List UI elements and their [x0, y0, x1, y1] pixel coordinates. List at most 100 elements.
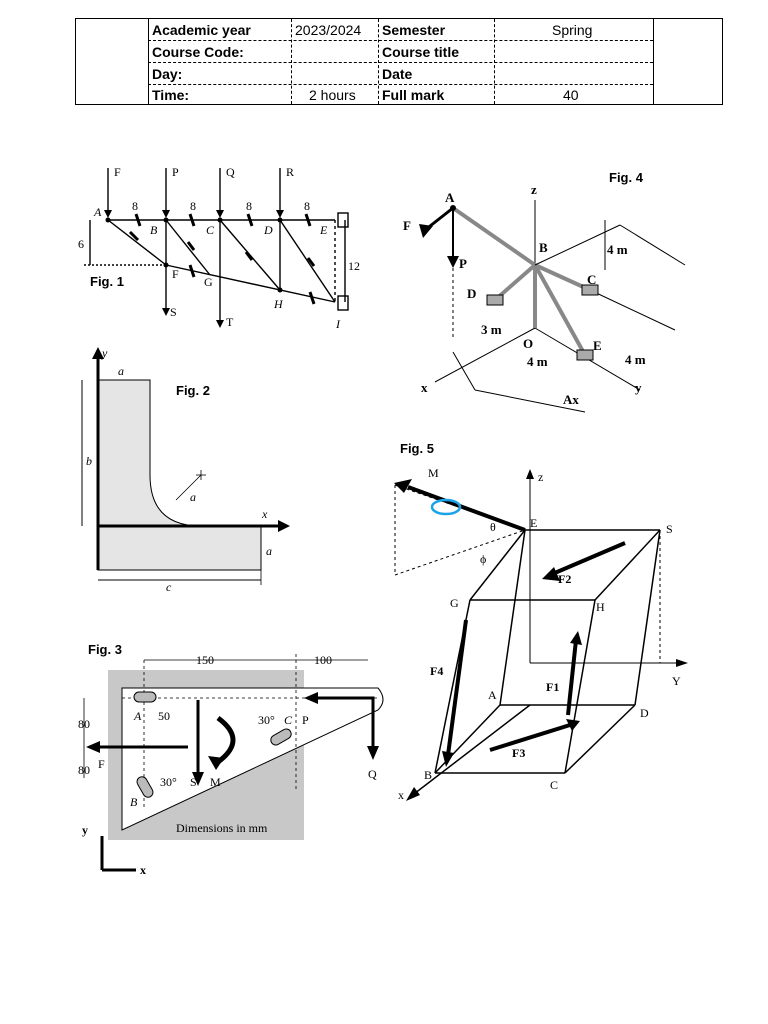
header-row-divider	[148, 84, 653, 85]
fig2-section-diagram: y a b a x a c Fig. 2	[81, 346, 290, 594]
fig3-bracket-diagram: 150 100 80 80 50 30° 30° A B C P Q F S M…	[78, 642, 384, 877]
fig4-dim-4m-vertical: 4 m	[607, 242, 628, 257]
fig3-label-m: M	[210, 775, 221, 789]
fig3-label-f: F	[98, 757, 105, 771]
fig4-label-p: P	[459, 256, 467, 271]
fig5-label-h: H	[596, 600, 605, 614]
fig5-label-s: S	[666, 522, 673, 536]
time-label: Time:	[152, 87, 190, 103]
fig1-node-f: F	[172, 267, 179, 281]
fig5-label-g: G	[450, 596, 459, 610]
fig1-node-g: G	[204, 275, 213, 289]
fig4-caption: Fig. 4	[609, 170, 644, 185]
fig2-dim-c: c	[166, 580, 172, 594]
fig1-node-b: B	[150, 223, 158, 237]
fig5-label-f2: F2	[558, 572, 571, 586]
fig4-label-e: E	[593, 338, 602, 353]
fig3-axis-y: y	[82, 823, 88, 837]
fig1-node-h: H	[273, 297, 284, 311]
fig2-caption: Fig. 2	[176, 383, 210, 398]
fig5-label-theta: θ	[490, 520, 496, 534]
fig5-label-phi: ϕ	[480, 552, 486, 566]
course-title-label: Course title	[382, 44, 460, 60]
fig4-dim-4m-oe: 4 m	[527, 354, 548, 369]
course-code-label: Course Code:	[152, 44, 244, 60]
fig1-load-t: T	[226, 315, 234, 329]
fig2-axis-x: x	[261, 507, 268, 521]
fig3-label-a: A	[133, 709, 142, 723]
fig3-angle-b: 30°	[160, 775, 177, 789]
fig4-label-f: F	[403, 218, 411, 233]
academic-year-label: Academic year	[152, 22, 251, 38]
fig4-dim-3m: 3 m	[481, 322, 502, 337]
fig3-dim-100: 100	[314, 653, 332, 667]
fig3-dim-80-top: 80	[78, 717, 90, 731]
fig2-axis-y: y	[101, 346, 108, 360]
header-divider	[291, 19, 292, 104]
fig3-dim-50: 50	[158, 709, 170, 723]
fig1-dim-8: 8	[246, 199, 252, 213]
header-divider	[148, 19, 149, 104]
fig5-label-z: z	[538, 470, 543, 484]
fig5-label-b: B	[424, 768, 432, 782]
fig5-label-f4: F4	[430, 664, 443, 678]
fig3-caption: Fig. 3	[88, 642, 122, 657]
fig1-node-a: A	[93, 205, 102, 219]
fig3-label-q: Q	[368, 767, 377, 781]
fig3-dim-150: 150	[196, 653, 214, 667]
fig5-label-f1: F1	[546, 680, 559, 694]
fig4-label-y: y	[635, 380, 642, 395]
full-mark-label: Full mark	[382, 87, 445, 103]
fig1-node-c: C	[206, 223, 215, 237]
fig4-label-ax: Ax	[563, 392, 579, 407]
fig1-node-e: E	[319, 223, 328, 237]
fig5-label-a: A	[488, 688, 497, 702]
fig1-load-p: P	[172, 165, 179, 179]
fig2-dim-b: b	[86, 454, 92, 468]
academic-year-value: 2023/2024	[295, 22, 362, 38]
header-divider	[378, 19, 379, 104]
fig3-label-b: B	[130, 795, 138, 809]
fig4-frame-diagram: z A F P B C D O E x y Ax 4 m 3 m 4 m 4 m…	[403, 170, 686, 413]
fig4-label-a: A	[445, 190, 455, 205]
fig1-load-f: F	[114, 165, 121, 179]
fig3-axis-x: x	[140, 863, 146, 877]
fig2-dim-a-right: a	[266, 544, 272, 558]
full-mark-value: 40	[563, 87, 579, 103]
fig3-label-p: P	[302, 713, 309, 727]
fig5-label-x: x	[398, 788, 404, 802]
fig1-dim-8: 8	[132, 199, 138, 213]
fig1-load-q: Q	[226, 165, 235, 179]
fig5-caption: Fig. 5	[400, 441, 434, 456]
fig4-label-x: x	[421, 380, 428, 395]
fig3-angle-c: 30°	[258, 713, 275, 727]
header-divider	[653, 19, 654, 104]
fig1-load-s: S	[170, 305, 177, 319]
fig5-label-c: C	[550, 778, 558, 792]
fig4-label-z: z	[531, 182, 537, 197]
fig4-label-d: D	[467, 286, 476, 301]
fig1-truss-diagram: F P Q R A B C D E F G H I S T 8 8 8 8 6 …	[78, 165, 360, 331]
fig1-dim-8: 8	[304, 199, 310, 213]
date-label: Date	[382, 66, 413, 82]
fig5-label-f3: F3	[512, 746, 525, 760]
fig4-label-o: O	[523, 336, 533, 351]
fig3-dim-80-bottom: 80	[78, 763, 90, 777]
semester-label: Semester	[382, 22, 446, 38]
header-divider	[494, 19, 495, 104]
fig1-dim-12: 12	[348, 259, 360, 273]
fig5-box-diagram: M z θ ϕ E S G H A D B C x Y F1 F2 F3 F4 …	[394, 441, 688, 802]
fig1-caption: Fig. 1	[90, 274, 124, 289]
exam-header-table: Academic year 2023/2024 Semester Spring …	[75, 18, 723, 105]
fig4-label-b: B	[539, 240, 548, 255]
semester-value: Spring	[552, 22, 593, 38]
fig3-label-s: S	[190, 775, 197, 789]
fig4-dim-4m-right: 4 m	[625, 352, 646, 367]
header-row-divider	[148, 40, 653, 41]
fig5-label-y: Y	[672, 674, 681, 688]
fig1-load-r: R	[286, 165, 294, 179]
fig5-label-e: E	[530, 516, 537, 530]
header-row-divider	[148, 62, 653, 63]
day-label: Day:	[152, 66, 183, 82]
fig1-dim-6: 6	[78, 237, 84, 251]
